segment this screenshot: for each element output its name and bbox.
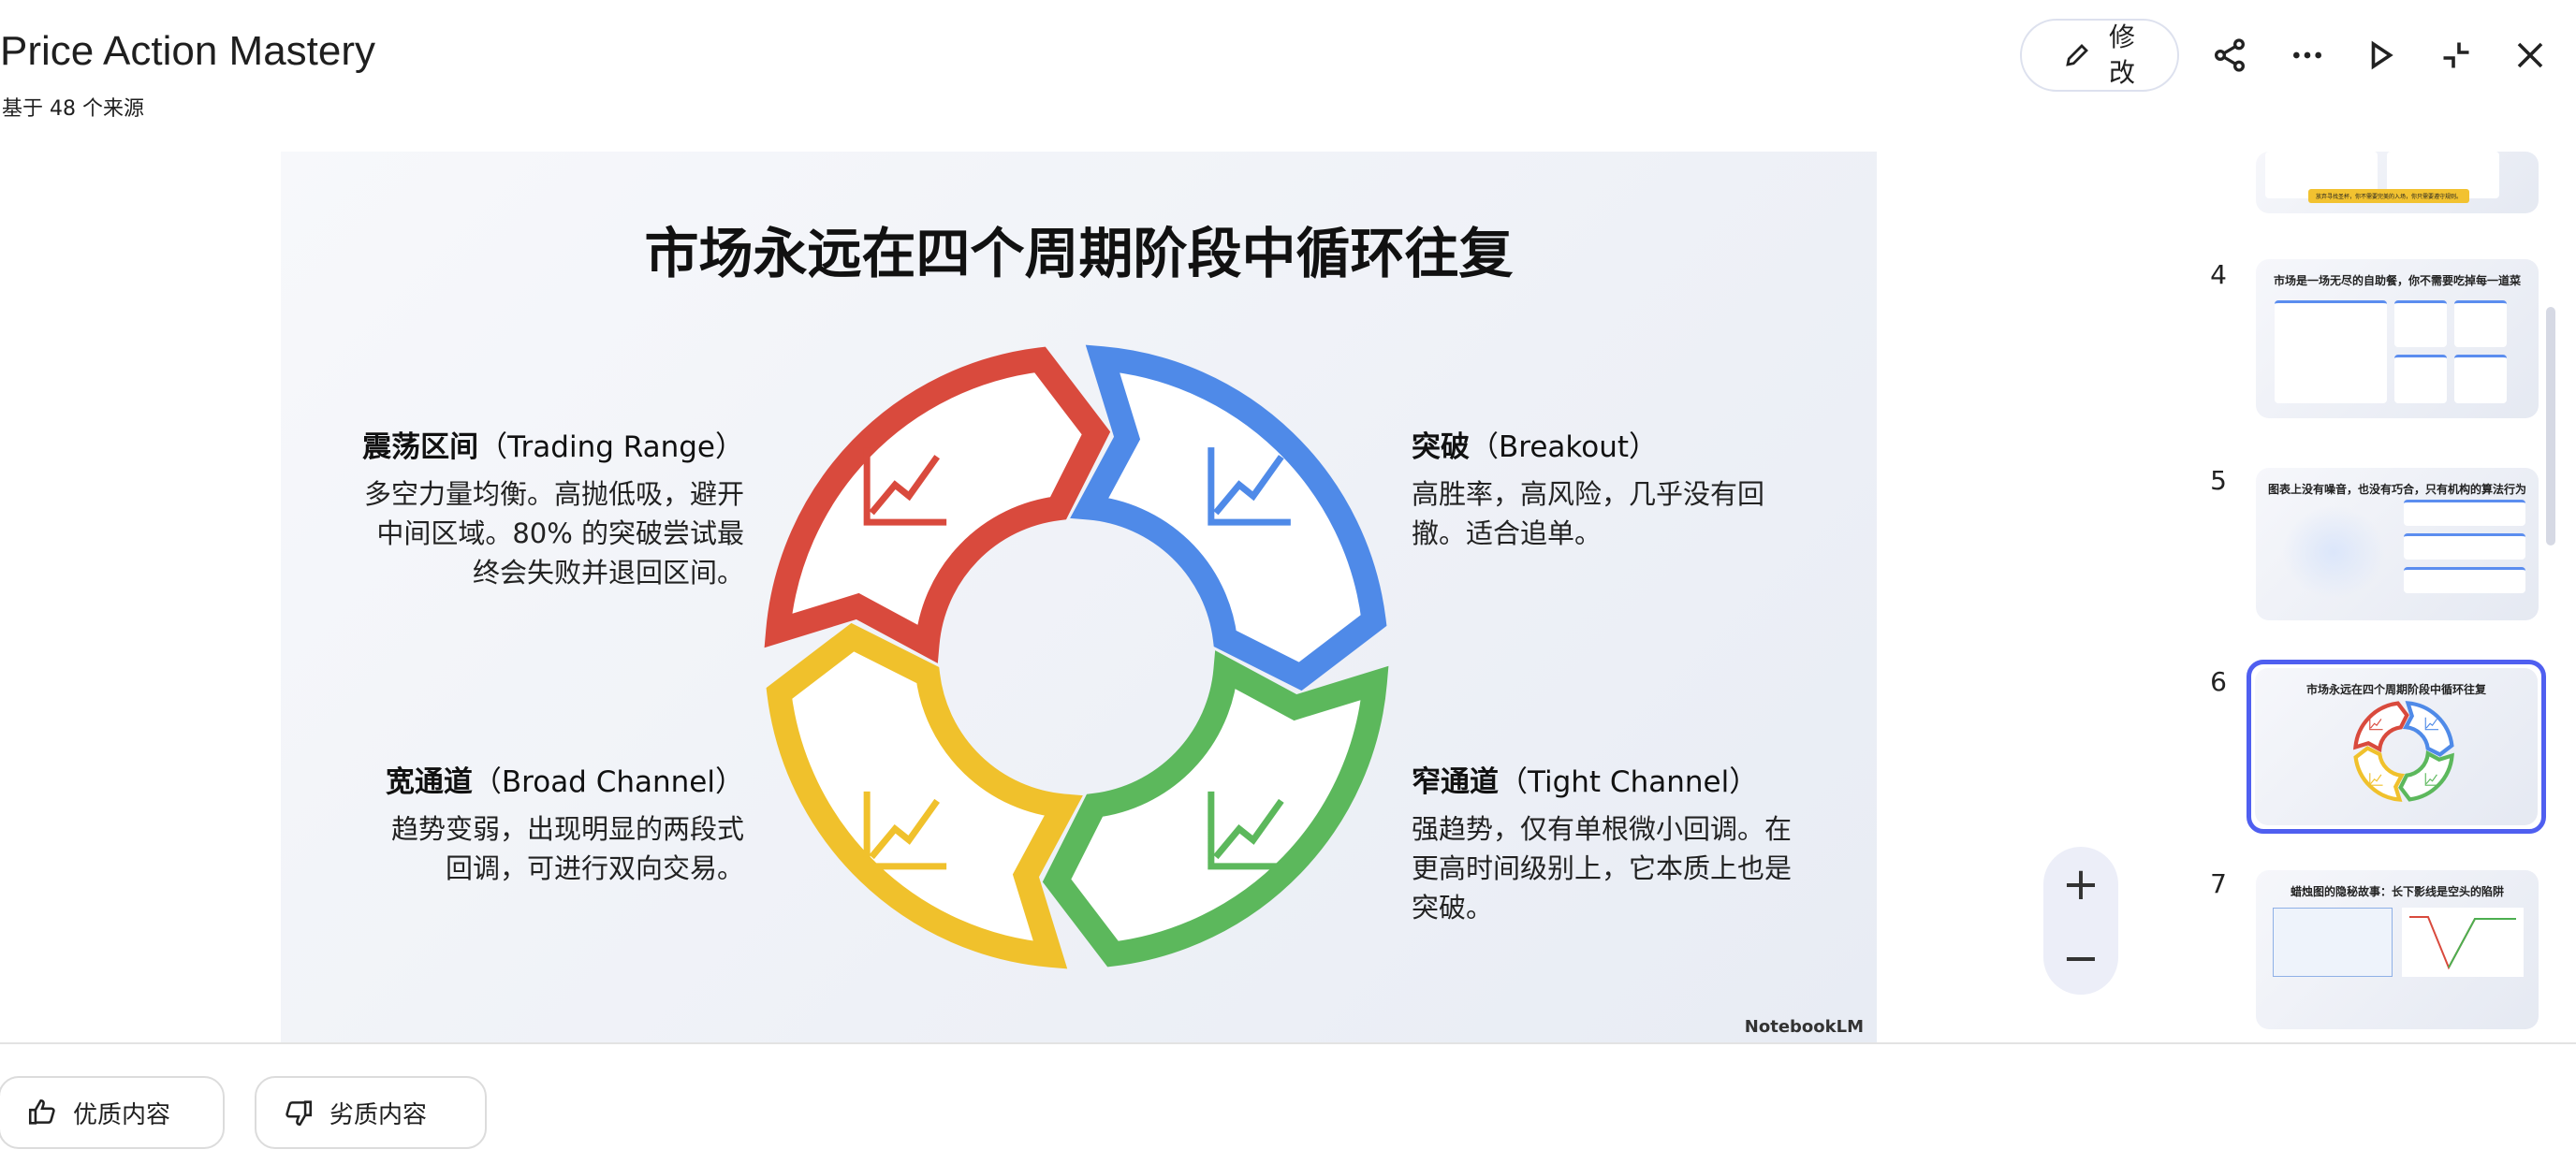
cycle-arrow-trading-range (764, 346, 1111, 663)
cycle-arrow-broad-channel (2353, 746, 2406, 802)
phase-name: 震荡区间 (362, 430, 479, 464)
phase-line: 更高时间级别上，它本质上也是 (1412, 852, 1793, 884)
source-count: 基于 48 个来源 (2, 97, 144, 121)
phase-line: 回调，可进行双向交易。 (445, 852, 744, 884)
phase-breakout: 突破（Breakout） 高胜率，高风险，几乎没有回撤。适合追单。 (1412, 423, 1764, 553)
thumbnail-title: 市场是一场无尽的自助餐，你不需要吃掉每一道菜 (2273, 274, 2521, 287)
cycle-arrow-tight-channel (2398, 749, 2454, 802)
slide-number: 7 (2210, 868, 2227, 899)
phase-line: 趋势变弱，出现明显的两段式 (390, 813, 744, 845)
play-button[interactable] (2354, 29, 2407, 81)
phase-line: 多空力量均衡。高抛低吸，避开 (363, 478, 744, 510)
good-content-button[interactable]: 优质内容 (0, 1076, 225, 1149)
share-button[interactable] (2203, 29, 2256, 81)
phase-line: 撤。适合追单。 (1412, 517, 1603, 549)
chart-icon-broad-channel (863, 791, 947, 870)
thumbs-up-icon (28, 1099, 55, 1125)
slide-canvas: 市场永远在四个周期阶段中循环往复 震荡区间（Trading Range） 多空力… (281, 152, 1877, 1042)
zoom-out-button[interactable]: − (2061, 931, 2100, 984)
chart-icon-broad-channel (2369, 773, 2383, 786)
thumbs-down-icon (285, 1100, 313, 1127)
divider (0, 1042, 2576, 1044)
chart-icon-tight-channel (1208, 791, 1291, 870)
bad-content-label: 劣质内容 (329, 1100, 428, 1129)
more-icon (2293, 51, 2321, 59)
phase-line: 中间区域。80% 的突破尝试最 (376, 517, 744, 549)
cycle-arrow-trading-range (2353, 701, 2409, 753)
phase-name: 突破 (1412, 430, 1470, 464)
phase-trading-range: 震荡区间（Trading Range） 多空力量均衡。高抛低吸，避开中间区域。8… (362, 423, 744, 592)
phase-en: （Tight Channel） (1499, 765, 1759, 799)
phase-line: 突破。 (1412, 892, 1494, 924)
thumbnail-7[interactable]: 蜡烛图的隐秘故事：长下影线是空头的陷阱 (2256, 870, 2539, 1029)
phase-broad-channel: 宽通道（Broad Channel） 趋势变弱，出现明显的两段式回调，可进行双向… (386, 758, 744, 888)
collapse-button[interactable] (2430, 29, 2482, 81)
thumbnail-scrollbar[interactable] (2546, 307, 2555, 546)
play-icon (2371, 40, 2393, 70)
thumbnail-title: 市场永远在四个周期阶段中循环往复 (2305, 683, 2486, 696)
thumbnail-5[interactable]: 图表上没有噪音，也没有巧合，只有机构的算法行为 (2256, 468, 2539, 620)
notebook-title: Price Action Mastery (0, 28, 376, 74)
phase-line: 高胜率，高风险，几乎没有回 (1412, 478, 1765, 510)
share-icon (2215, 38, 2245, 72)
thumbnail-title: 图表上没有噪音，也没有巧合，只有机构的算法行为 (2267, 483, 2526, 496)
thumbnail-title: 蜡烛图的隐秘故事：长下影线是空头的陷阱 (2290, 885, 2504, 898)
phase-line: 终会失败并退回区间。 (472, 557, 744, 589)
slide-number: 5 (2210, 465, 2227, 496)
edit-label: 修改 (2108, 22, 2135, 88)
cycle-diagram (764, 344, 1389, 969)
phase-name: 宽通道 (385, 765, 473, 799)
chart-icon-trading-range (2369, 717, 2383, 731)
zoom-controls: + − (2043, 847, 2118, 995)
bad-content-button[interactable]: 劣质内容 (255, 1076, 487, 1149)
cycle-arrow-breakout (2402, 701, 2454, 757)
cycle-arrow-tight-channel (1042, 650, 1389, 968)
thumbnail-4[interactable]: 市场是一场无尽的自助餐，你不需要吃掉每一道菜 (2256, 259, 2539, 418)
thumbnail-6-selected[interactable]: 市场永远在四个周期阶段中循环往复 (2247, 660, 2546, 834)
mini-cycle-diagram (2353, 701, 2454, 802)
slide-number: 6 (2210, 666, 2227, 697)
thumbnail-3[interactable]: 放弃寻找圣杯，你不需要完美的入场，你只需要遵守规则。 (2256, 152, 2539, 213)
more-button[interactable] (2281, 29, 2334, 81)
collapse-icon (2443, 42, 2469, 68)
cycle-arrow-breakout (1070, 344, 1387, 691)
phase-tight-channel: 窄通道（Tight Channel） 强趋势，仅有单根微小回调。在更高时间级别上… (1412, 758, 1792, 927)
phase-en: （Breakout） (1470, 430, 1659, 464)
pencil-icon (2066, 44, 2088, 66)
thumbnail-footer: 放弃寻找圣杯，你不需要完美的入场，你只需要遵守规则。 (2308, 189, 2470, 203)
slide-title: 市场永远在四个周期阶段中循环往复 (644, 222, 1514, 285)
phase-en: （Broad Channel） (472, 765, 744, 799)
cycle-arrow-broad-channel (766, 622, 1083, 969)
chart-icon-trading-range (863, 447, 947, 526)
edit-button[interactable]: 修改 (2020, 19, 2179, 92)
chart-icon-breakout (1208, 447, 1291, 526)
chart-icon-tight-channel (2424, 773, 2439, 786)
phase-en: （Trading Range） (478, 430, 744, 464)
close-button[interactable] (2504, 29, 2556, 81)
slide-number: 4 (2210, 259, 2227, 290)
phase-name: 窄通道 (1412, 765, 1499, 799)
good-content-label: 优质内容 (73, 1100, 171, 1129)
chart-icon-breakout (2424, 717, 2439, 731)
close-icon (2517, 42, 2543, 68)
phase-line: 强趋势，仅有单根微小回调。在 (1412, 813, 1793, 845)
notebooklm-logo: NotebookLM (1744, 1017, 1864, 1037)
zoom-in-button[interactable]: + (2061, 857, 2100, 910)
